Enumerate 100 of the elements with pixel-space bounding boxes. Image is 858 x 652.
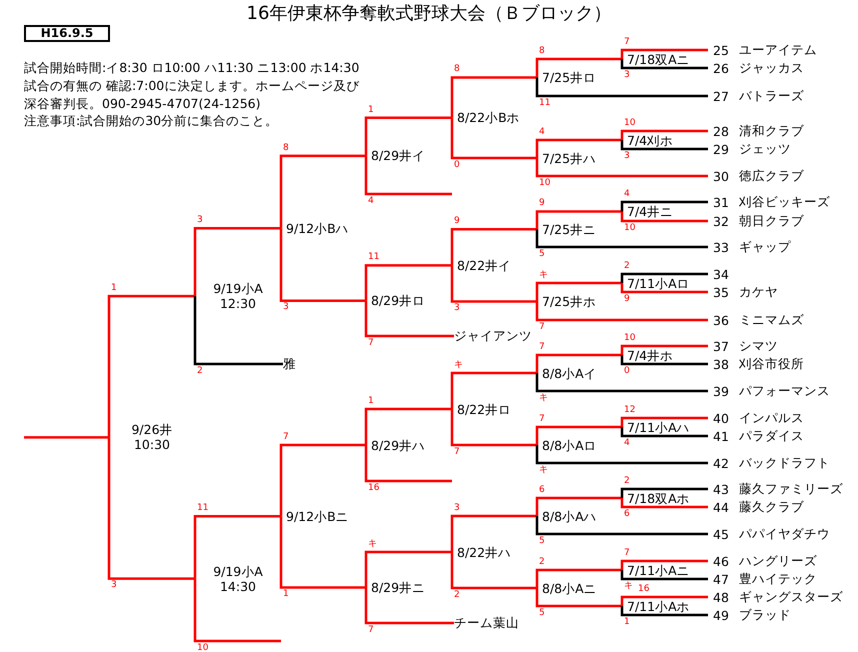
score-label: 2 bbox=[453, 590, 461, 600]
bracket-line bbox=[620, 560, 708, 570]
match-label: 7/11小Aホ bbox=[626, 598, 691, 614]
team-name: 藤久クラブ bbox=[739, 498, 804, 516]
team-number: 47 bbox=[712, 572, 730, 586]
bracket-line bbox=[620, 130, 708, 140]
team-number: 38 bbox=[712, 356, 730, 372]
team-number: 31 bbox=[712, 194, 730, 210]
bracket-line bbox=[364, 550, 452, 588]
bracket-line bbox=[536, 445, 708, 464]
score-label: 12 bbox=[623, 406, 636, 415]
bracket-line bbox=[108, 294, 195, 438]
team-name: ジェッツ bbox=[739, 140, 791, 158]
team-number: 45 bbox=[712, 526, 730, 542]
score-label: 4 bbox=[538, 128, 546, 137]
bracket-line bbox=[450, 228, 537, 266]
match-label: 8/8小Aイ bbox=[541, 366, 598, 380]
score-label: 9 bbox=[453, 217, 461, 226]
bracket-line bbox=[536, 568, 622, 588]
score-label: 2 bbox=[538, 558, 546, 567]
score-label: キ bbox=[367, 540, 378, 549]
score-label: 7 bbox=[623, 548, 631, 558]
score-label: 7 bbox=[538, 414, 546, 424]
bracket-line bbox=[108, 437, 195, 580]
score-label: 7 bbox=[538, 342, 546, 352]
score-label: キ bbox=[538, 394, 549, 403]
team-number: 48 bbox=[712, 590, 730, 604]
score-label: 7 bbox=[282, 432, 290, 442]
bracket-line bbox=[620, 570, 708, 580]
match-label: 7/18双Aニ bbox=[626, 52, 691, 66]
match-label: 8/29井ニ bbox=[370, 580, 426, 595]
team-name: ユーアイテム bbox=[739, 42, 817, 58]
score-label: 7 bbox=[453, 448, 461, 457]
match-label: 9/26井 bbox=[131, 422, 173, 438]
bracket-line bbox=[536, 588, 622, 608]
team-number: 25 bbox=[712, 42, 730, 58]
score-label: 1 bbox=[110, 284, 118, 293]
score-label: 1 bbox=[367, 396, 375, 406]
match-label: 7/4井ホ bbox=[626, 348, 674, 362]
score-label: 3 bbox=[453, 504, 461, 513]
title: 16年伊東杯争奪軟式野球大会（Ｂブロック） bbox=[246, 2, 612, 25]
score-label: 7 bbox=[367, 338, 375, 348]
score-label: 11 bbox=[196, 504, 210, 513]
match-label: 8/22井ハ bbox=[456, 544, 512, 560]
team-number: 29 bbox=[712, 142, 730, 156]
team-name: 雅 bbox=[283, 356, 296, 372]
bracket-line bbox=[620, 283, 708, 294]
bracket-line bbox=[24, 436, 109, 439]
score-label: 9 bbox=[538, 199, 546, 208]
bracket-line bbox=[536, 496, 622, 516]
note-text: 深谷審判長。090-2945-4707(24-1256) bbox=[24, 96, 260, 112]
score-label: 10 bbox=[623, 224, 636, 233]
match-label: 9/12小Bハ bbox=[285, 220, 350, 236]
bracket-line bbox=[620, 355, 708, 366]
team-number: 39 bbox=[712, 384, 730, 398]
match-label: 10:30 bbox=[134, 437, 170, 452]
bracket-line bbox=[620, 344, 708, 355]
team-name: インパルス bbox=[739, 410, 804, 426]
bracket-line bbox=[620, 48, 708, 59]
bracket-line bbox=[620, 272, 708, 283]
score-label: 3 bbox=[623, 152, 631, 161]
bracket-line bbox=[364, 408, 452, 445]
bracket-line bbox=[450, 372, 537, 409]
score-label: 1 bbox=[367, 106, 375, 114]
score-label: 2 bbox=[196, 366, 204, 376]
score-label: キ bbox=[538, 270, 549, 280]
team-number: 32 bbox=[712, 214, 730, 228]
bracket-line bbox=[364, 116, 452, 156]
match-label: 7/18双Aホ bbox=[626, 490, 691, 506]
team-name: チーム葉山 bbox=[454, 614, 519, 632]
bracket-line bbox=[536, 426, 622, 445]
team-name: シマツ bbox=[739, 338, 778, 354]
score-label: 3 bbox=[110, 581, 118, 590]
bracket-line bbox=[194, 227, 281, 296]
score-label: 4 bbox=[623, 190, 631, 199]
bracket-line bbox=[450, 76, 537, 118]
bracket-line bbox=[536, 138, 622, 158]
match-label: 8/22井イ bbox=[456, 258, 512, 273]
score-label: 6 bbox=[623, 510, 631, 519]
bracket-line bbox=[536, 58, 622, 78]
score-label: 7 bbox=[623, 38, 631, 47]
team-number: 41 bbox=[712, 428, 730, 444]
team-name: ジャッカス bbox=[739, 60, 804, 76]
team-number: 36 bbox=[712, 312, 730, 328]
match-label: 8/22井ロ bbox=[456, 402, 512, 416]
score-label: キ bbox=[623, 582, 634, 591]
bracket-line bbox=[450, 552, 537, 590]
team-number: 28 bbox=[712, 124, 730, 138]
match-label: 7/25井ホ bbox=[541, 294, 598, 309]
match-label: 14:30 bbox=[220, 578, 256, 594]
team-name: 刈谷ビッキーズ bbox=[739, 194, 830, 210]
note-text: 試合開始時間:イ8:30 ロ10:00 ハ11:30 ニ13:00 ホ14:30 bbox=[24, 60, 360, 76]
bracket-line bbox=[536, 229, 708, 248]
score-label: 8 bbox=[453, 65, 461, 74]
match-label: 8/29井ロ bbox=[370, 293, 426, 308]
score-label: 11 bbox=[538, 98, 552, 108]
team-name: 朝日クラブ bbox=[739, 212, 804, 230]
bracket-line bbox=[620, 427, 708, 438]
match-label: 9/12小Bニ bbox=[285, 508, 350, 524]
score-label: 0 bbox=[623, 366, 631, 376]
